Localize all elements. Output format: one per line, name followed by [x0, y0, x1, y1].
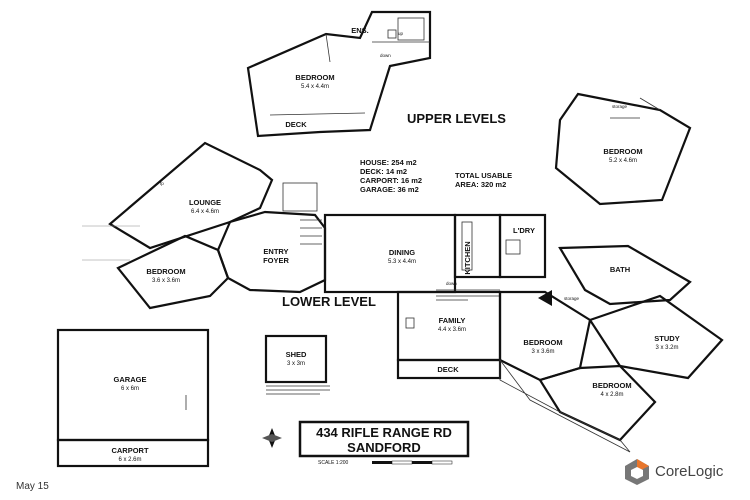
total-usable-label: TOTAL USABLE	[455, 171, 512, 180]
corelogic-logo-icon	[625, 459, 649, 485]
lower-level-heading: LOWER LEVEL	[282, 294, 376, 309]
area-house: HOUSE: 254 m2	[360, 158, 417, 167]
storage-marker: storage	[612, 104, 628, 109]
garage-dim: 6 x 6m	[121, 386, 139, 392]
study-label: STUDY	[654, 334, 679, 343]
dining-dim: 5.3 x 4.4m	[388, 259, 416, 265]
bath-label: BATH	[610, 265, 630, 274]
upper-bedroom-east	[554, 92, 692, 206]
corelogic-logo: CoreLogic	[623, 458, 743, 488]
lower-central	[323, 213, 547, 297]
area-carport: CARPORT: 16 m2	[360, 176, 422, 185]
bedroom-upper2-label: BEDROOM	[603, 147, 642, 156]
scale-bar	[372, 460, 453, 465]
bedroom-mid-label: BEDROOM	[523, 338, 562, 347]
area-deck: DECK: 14 m2	[360, 167, 407, 176]
brand-name: CoreLogic	[655, 463, 724, 480]
lounge-label: LOUNGE	[189, 198, 221, 207]
total-usable-value: AREA: 320 m2	[455, 180, 506, 189]
address-line2: SANDFORD	[347, 440, 421, 455]
lounge-dim: 6.4 x 4.6m	[191, 209, 219, 215]
compass-icon	[262, 428, 282, 448]
upper-levels-heading: UPPER LEVELS	[407, 111, 506, 126]
down-marker-lower: down	[446, 281, 457, 286]
down-marker-upper: down	[380, 53, 391, 58]
family-dim: 4.4 x 3.6m	[438, 327, 466, 333]
dining-label: DINING	[389, 248, 415, 257]
bedroom-mid-dim: 3 x 3.6m	[531, 349, 554, 355]
ens-label: ENS.	[351, 26, 369, 35]
bedroom-upper2-dim: 5.2 x 4.6m	[609, 158, 637, 164]
storage-marker-2: storage	[564, 296, 580, 301]
fireplace-marker: fp	[160, 181, 164, 186]
carport-label: CARPORT	[111, 446, 149, 455]
lower-west-wing	[82, 141, 327, 310]
bedroom-upper1-label: BEDROOM	[295, 73, 334, 82]
area-garage: GARAGE: 36 m2	[360, 185, 419, 194]
deck-upper-label: DECK	[285, 120, 307, 129]
shed	[264, 334, 330, 395]
entry-label: ENTRY	[263, 247, 288, 256]
address-line1: 434 RIFLE RANGE RD	[316, 425, 452, 440]
address-box	[298, 420, 470, 458]
footer-date: May 15	[16, 481, 49, 492]
scale-label: SCALE 1:200	[318, 460, 349, 466]
up-marker: up	[398, 31, 404, 36]
bedroom-west-dim: 3.6 x 3.6m	[152, 278, 180, 284]
shed-dim: 3 x 3m	[287, 361, 305, 367]
upper-bedroom-wing	[246, 10, 432, 138]
lower-east-wing	[498, 244, 724, 453]
ldry-label: L'DRY	[513, 226, 535, 235]
foyer-label: FOYER	[263, 256, 289, 265]
garage-carport	[56, 328, 210, 468]
study-dim: 3 x 3.2m	[655, 345, 678, 351]
kitchen-label: KITCHEN	[463, 241, 472, 274]
carport-dim: 6 x 2.6m	[118, 457, 141, 463]
bedroom-south-dim: 4 x 2.8m	[600, 392, 623, 398]
deck-lower-label: DECK	[437, 365, 459, 374]
family-label: FAMILY	[439, 316, 466, 325]
garage-label: GARAGE	[114, 375, 147, 384]
bedroom-upper1-dim: 5.4 x 4.4m	[301, 84, 329, 90]
bedroom-west-label: BEDROOM	[146, 267, 185, 276]
shed-label: SHED	[286, 350, 307, 359]
bedroom-south-label: BEDROOM	[592, 381, 631, 390]
